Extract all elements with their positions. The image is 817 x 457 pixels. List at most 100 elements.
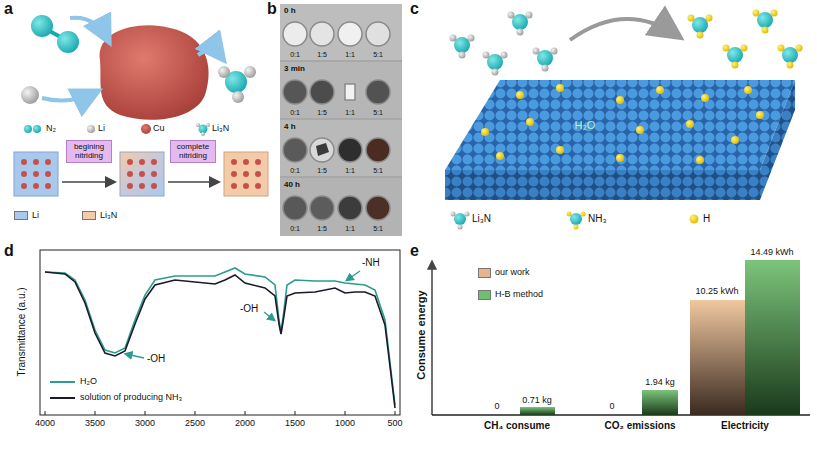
illustration-circle: [366, 196, 390, 220]
illustration-rect: [224, 152, 268, 196]
illustration-rect: [642, 390, 678, 415]
value-label: 1.94 kg: [645, 378, 675, 387]
illustration-line: [62, 181, 114, 183]
illustration-circle: [33, 171, 39, 177]
tick-label: 1000: [335, 419, 355, 428]
illustration-circle: [796, 45, 803, 52]
time-label: 3 min: [284, 65, 305, 73]
illustration-circle: [366, 138, 390, 162]
illustration-circle: [24, 125, 32, 133]
ratio-label: 5:1: [373, 167, 383, 174]
legend-label: H: [703, 214, 710, 224]
illustration-circle: [127, 183, 133, 189]
tick-label: 1500: [285, 419, 305, 428]
illustration-circle: [232, 91, 244, 103]
illustration-circle: [451, 212, 456, 217]
illustration-circle: [574, 225, 579, 230]
illustration-rect: [280, 4, 402, 236]
illustration-circle: [338, 196, 362, 220]
illustration-circle: [706, 15, 713, 22]
ratio-label: 1:5: [317, 109, 327, 116]
legend-label: NH₃: [588, 214, 607, 224]
illustration-circle: [782, 47, 798, 63]
illustration-circle: [517, 29, 524, 36]
illustration-rect: [280, 178, 402, 236]
illustration-circle: [151, 159, 157, 165]
illustration-circle: [310, 22, 334, 46]
ratio-label: 0:1: [290, 51, 300, 58]
value-label: 0: [609, 402, 614, 411]
illustration-circle: [21, 86, 39, 104]
ratio-label: 1:5: [317, 225, 327, 232]
illustration-circle: [459, 52, 466, 59]
peak-annotation: -NH: [362, 258, 380, 268]
category-label: Electricity: [721, 421, 769, 431]
illustration-rect: [14, 152, 58, 196]
illustration-circle: [688, 15, 695, 22]
value-label: 10.25 kWh: [695, 287, 738, 296]
illustration-line: [347, 271, 360, 280]
illustration-circle: [310, 80, 334, 104]
illustration-circle: [731, 136, 739, 144]
illustration-circle: [697, 32, 704, 39]
illustration-polygon: [445, 80, 795, 170]
illustration-circle: [201, 132, 205, 136]
illustration-circle: [151, 171, 157, 177]
ratio-label: 5:1: [373, 51, 383, 58]
illustration-circle: [756, 111, 764, 119]
illustration-circle: [581, 212, 586, 217]
illustration-circle: [616, 154, 624, 162]
illustration-line: [431, 262, 432, 415]
illustration-path: [70, 18, 108, 40]
ratio-label: 1:1: [345, 51, 355, 58]
illustration-polygon: [445, 170, 760, 200]
peak-annotation: -OH: [147, 354, 165, 364]
value-label: 14.49 kWh: [750, 248, 793, 257]
illustration-line: [50, 381, 75, 383]
illustration-line: [395, 411, 396, 415]
illustration-circle: [45, 171, 51, 177]
illustration-circle: [31, 15, 53, 37]
illustration-circle: [686, 120, 694, 128]
ratio-label: 1:5: [317, 167, 327, 174]
illustration-circle: [231, 159, 237, 165]
illustration-rect: [690, 300, 745, 415]
illustration-circle: [255, 171, 261, 177]
illustration-circle: [283, 80, 307, 104]
illustration-circle: [757, 12, 773, 28]
peak-annotation: -OH: [240, 304, 258, 314]
panel-letter: b: [267, 1, 277, 17]
category-label: CH₄ consume: [484, 421, 550, 431]
illustration-circle: [723, 45, 730, 52]
illustration-circle: [139, 171, 145, 177]
illustration-line: [126, 354, 144, 358]
category-label: CO₂ emissions: [604, 421, 675, 431]
illustration-path: [45, 272, 395, 408]
illustration-circle: [21, 159, 27, 165]
illustration-circle: [231, 183, 237, 189]
illustration-rect: [745, 260, 800, 415]
illustration-circle: [468, 35, 475, 42]
illustration-circle: [501, 52, 508, 59]
illustration-circle: [787, 62, 794, 69]
illustration-line: [95, 411, 96, 415]
illustration-circle: [33, 125, 41, 133]
illustration-circle: [244, 66, 256, 78]
time-label: 40 h: [284, 181, 300, 189]
illustration-circle: [45, 159, 51, 165]
illustration-circle: [567, 212, 572, 217]
illustration-circle: [255, 159, 261, 165]
step-label: begining nitriding: [67, 143, 111, 161]
legend-swatch: [82, 211, 96, 220]
time-label: 4 h: [284, 123, 296, 131]
panel-letter: d: [4, 243, 14, 259]
legend-label: Cu: [153, 124, 165, 133]
illustration-circle: [141, 124, 151, 134]
legend-label: Li₃N: [100, 211, 117, 220]
illustration-circle: [512, 14, 528, 30]
illustration-path: [100, 25, 209, 119]
illustration-circle: [496, 152, 504, 160]
illustration-rect: [280, 62, 402, 118]
illustration-circle: [283, 22, 307, 46]
